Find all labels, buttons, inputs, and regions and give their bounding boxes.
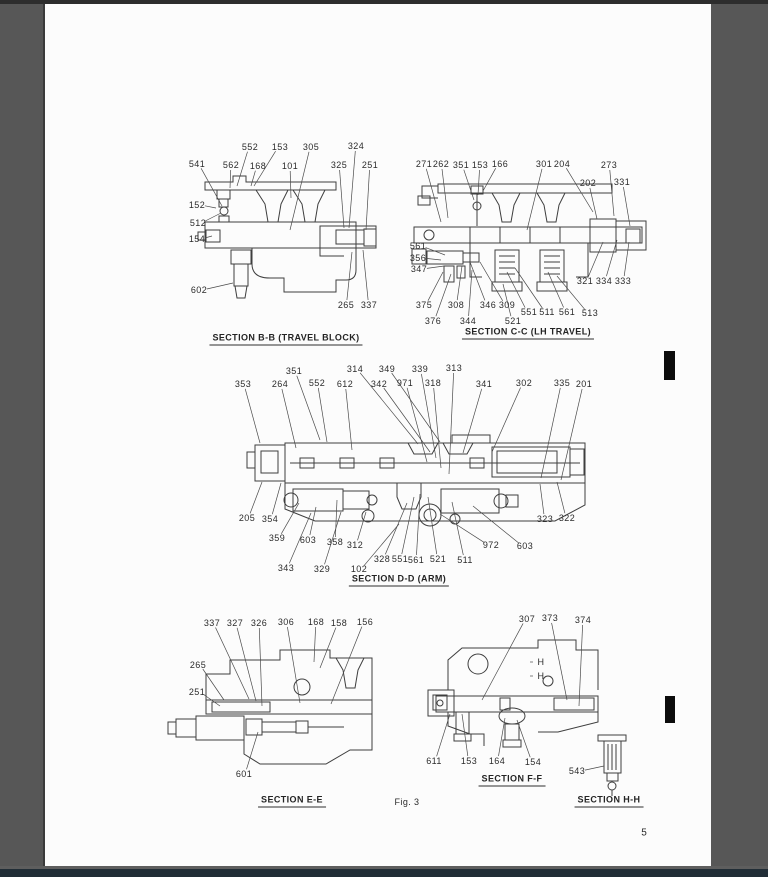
section-b-b-drawing (197, 175, 377, 299)
section-e-e-drawing (167, 649, 373, 765)
section-d-d-drawing (246, 434, 586, 527)
registration-mark (665, 696, 675, 723)
viewer-bottom-line (0, 866, 768, 869)
section-c-c-drawing (411, 183, 647, 292)
figure-label: Fig. 3 (394, 797, 420, 807)
section-h-h-drawing (597, 734, 627, 796)
manual-page (43, 4, 711, 866)
registration-mark (664, 351, 675, 380)
page-number: 5 (641, 827, 647, 839)
viewer-top-bar (0, 0, 768, 4)
viewer-bottom-bar (0, 869, 768, 877)
